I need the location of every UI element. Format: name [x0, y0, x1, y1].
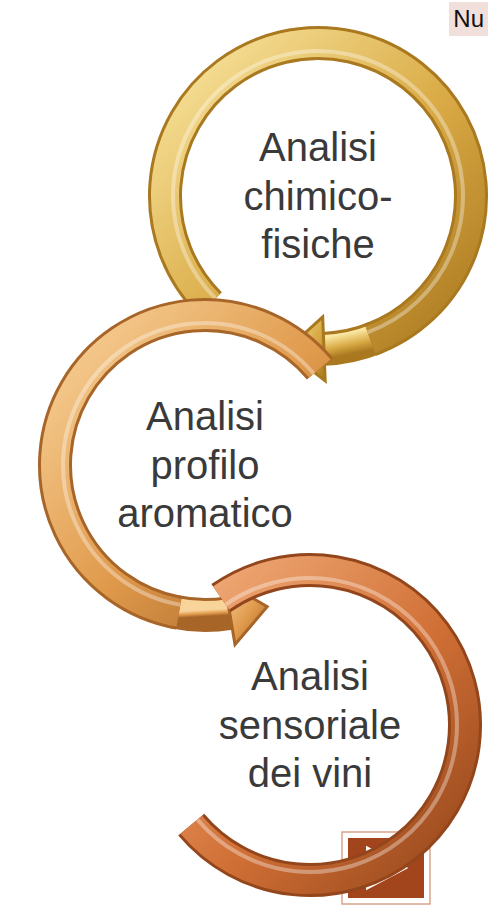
circular-arrow: Analisi sensoriale dei vini: [135, 550, 485, 900]
node-text: Analisi chimico-fisiche: [203, 123, 433, 269]
ring-shine: [173, 51, 463, 332]
node-text: Analisi sensoriale dei vini: [195, 652, 425, 798]
ring-body: [165, 43, 471, 340]
ring-edge: [165, 43, 471, 340]
ring-edge: [191, 570, 465, 880]
header-label: Nu: [449, 2, 488, 36]
ring-body: [191, 570, 465, 880]
node-text: Analisi profilo aromatico: [90, 392, 320, 538]
